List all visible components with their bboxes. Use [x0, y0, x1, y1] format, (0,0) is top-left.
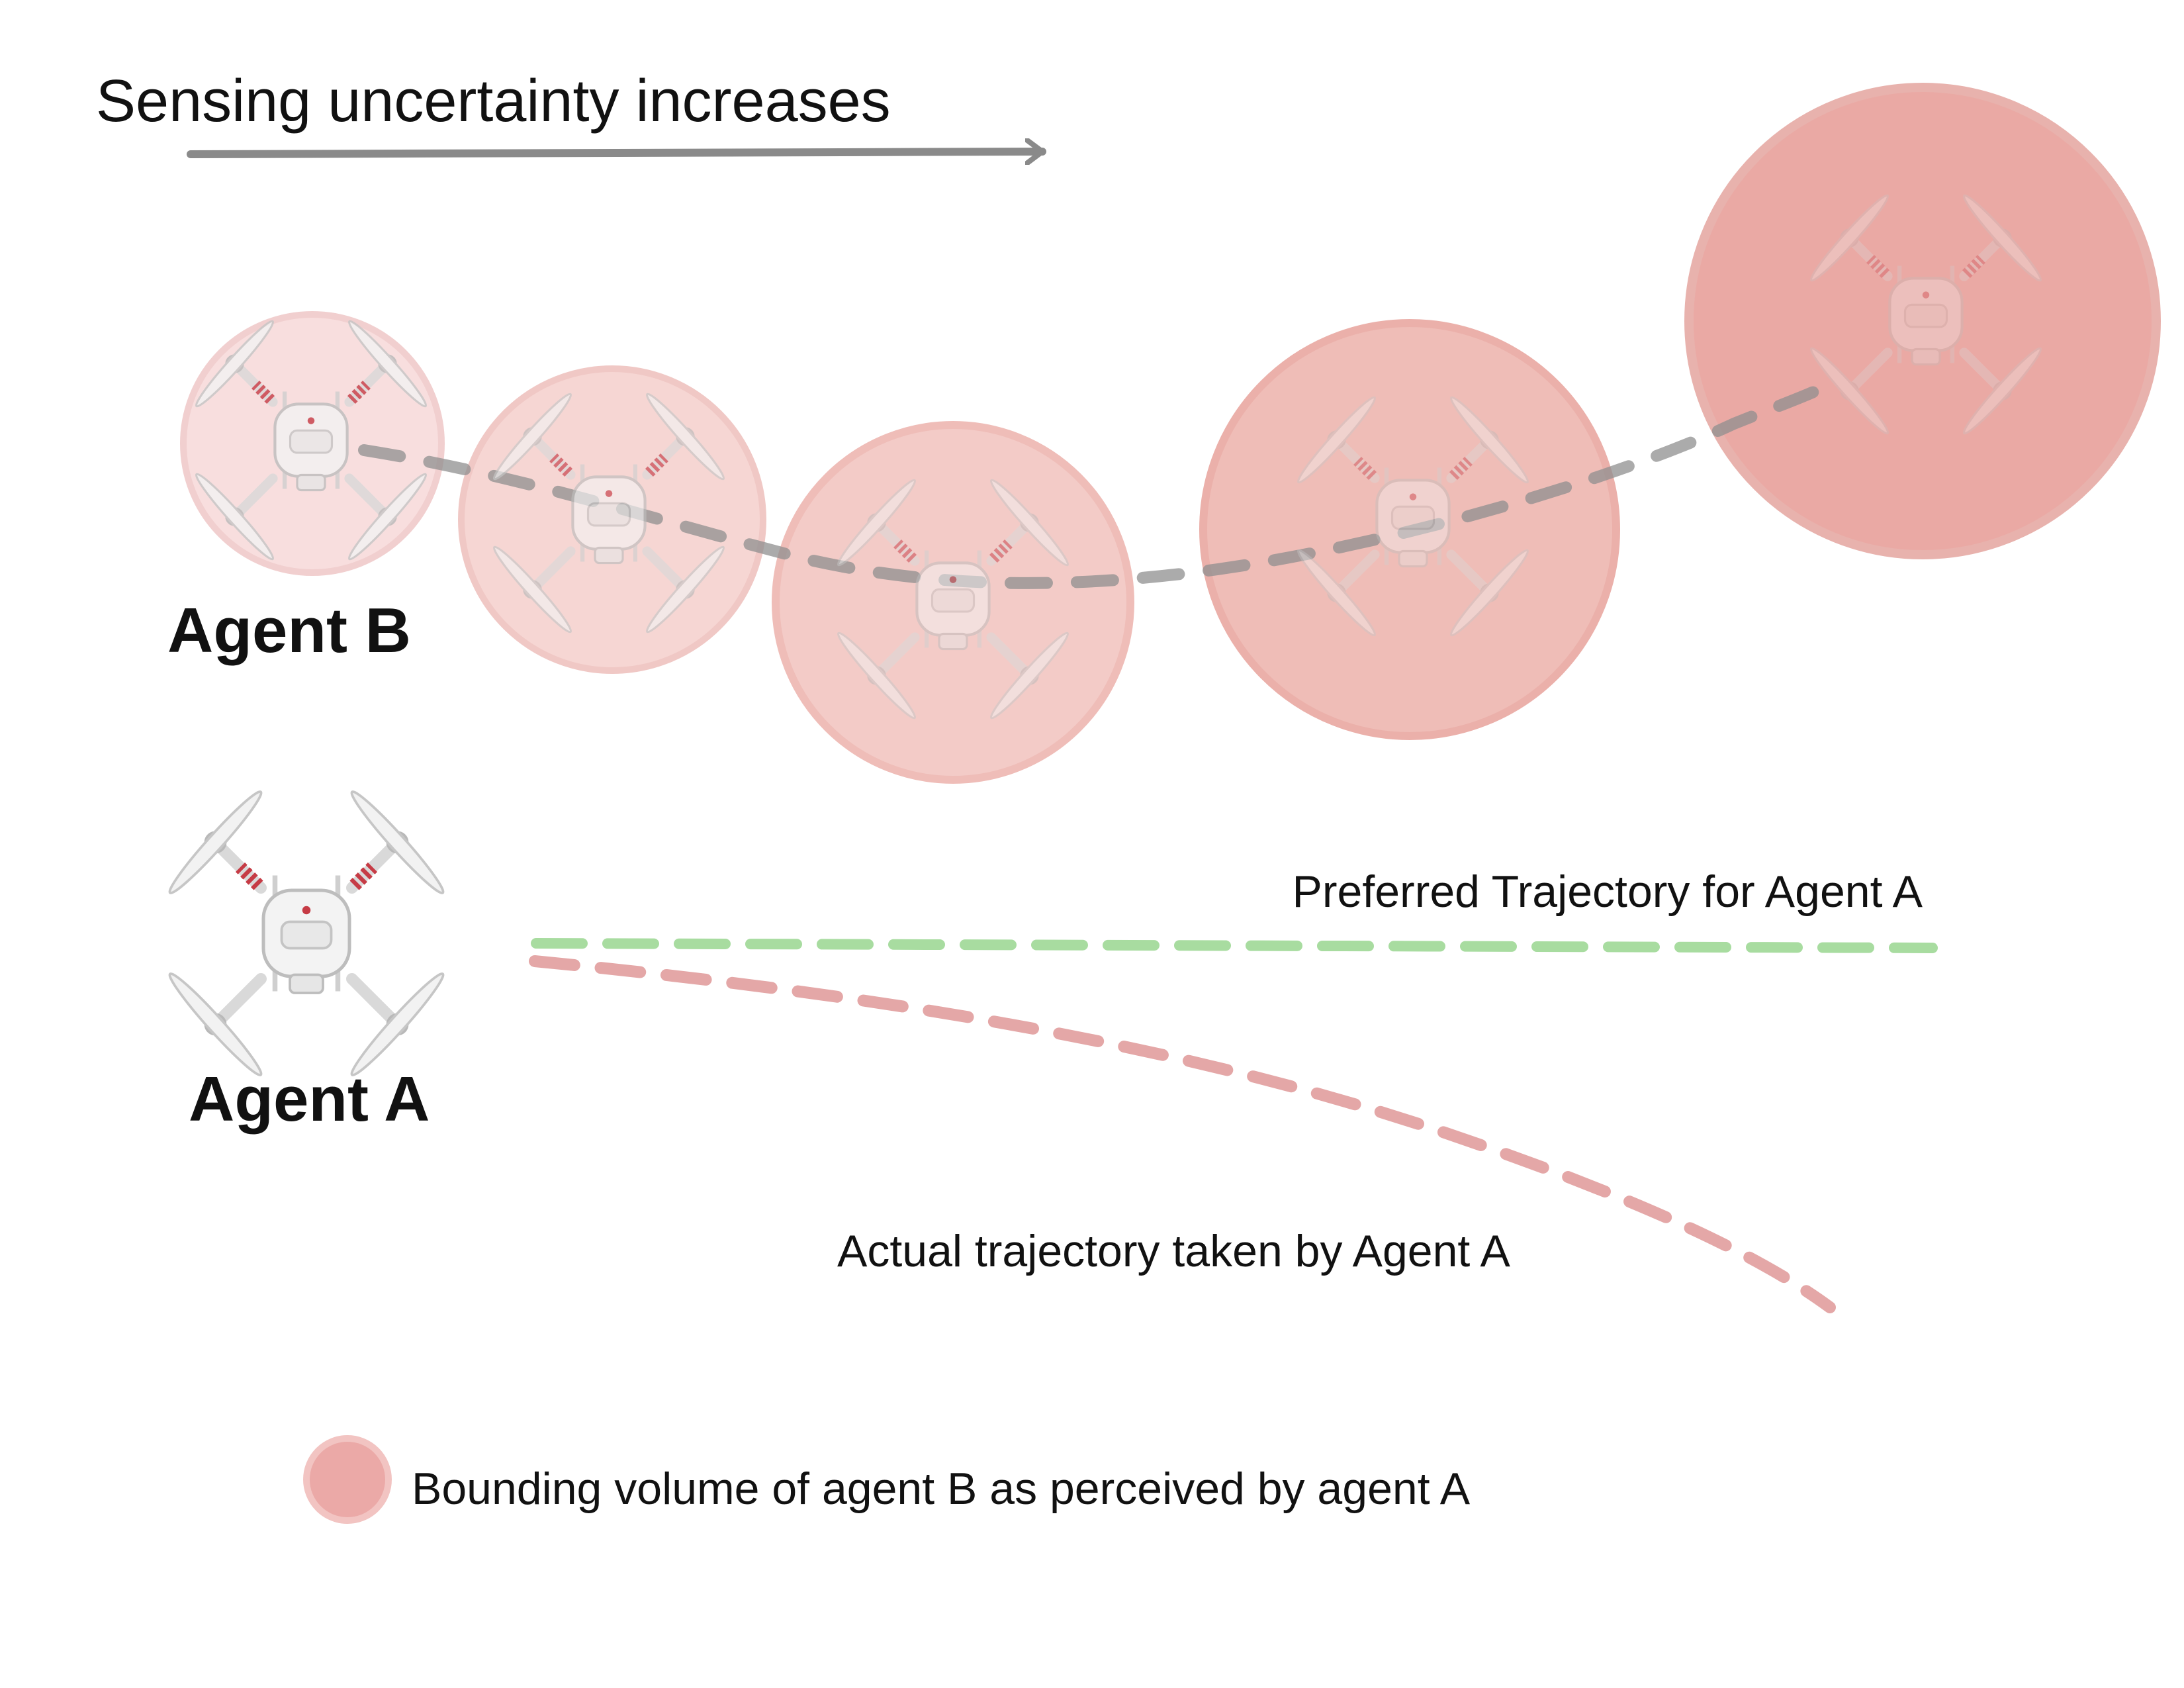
legend-label: Bounding volume of agent B as perceived … [412, 1464, 1471, 1514]
diagram-title: Sensing uncertainty increases [96, 68, 891, 134]
legend: Bounding volume of agent B as perceived … [303, 1435, 1471, 1524]
arrow-right-icon [187, 152, 1046, 154]
bounding-volume-group [180, 83, 2161, 784]
preferred-trajectory-label: Preferred Trajectory for Agent A [1293, 867, 1923, 917]
preferred-trajectory [531, 938, 1938, 953]
agent-b-label: Agent B [167, 595, 411, 666]
legend-swatch [303, 1435, 392, 1524]
actual-trajectory-label: Actual trajectory taken by Agent A [837, 1226, 1510, 1276]
agent-a-label: Agent A [189, 1064, 430, 1135]
actual-trajectory [529, 955, 1836, 1313]
drone-icon [165, 787, 449, 1080]
